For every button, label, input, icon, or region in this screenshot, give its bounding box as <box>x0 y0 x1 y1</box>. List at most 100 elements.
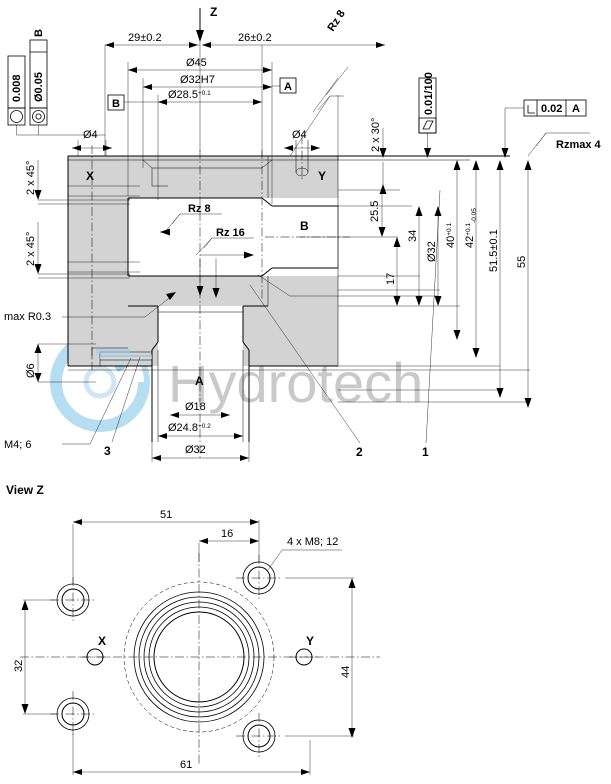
dim-d32h7: Ø32H7 <box>143 74 272 90</box>
item-label-1: 1 <box>422 445 429 459</box>
datum-label-a: A <box>284 81 292 93</box>
bolt-hole-bottom-right <box>236 713 282 759</box>
datum-a-top: A <box>272 77 297 94</box>
section-hatch-regions <box>68 156 338 366</box>
gdt-value-flatness: 0.01/100 <box>423 72 435 115</box>
view-z-dim-61: 61 <box>72 730 311 775</box>
view-z-geometry: X Y <box>20 553 380 765</box>
gdt-datum-concentricity: B <box>33 29 45 37</box>
dim-label-d4-right: Ø4 <box>292 129 307 141</box>
dim-label-34: 34 <box>407 230 419 242</box>
dim-d4-right: Ø4 <box>284 129 320 151</box>
dim-label-55: 55 <box>516 256 528 268</box>
note-label-m4: M4; 6 <box>4 439 32 451</box>
dim-label-d32-bottom: Ø32 <box>185 444 206 456</box>
port-hole-x <box>80 648 110 666</box>
surface-finish-label-rz8-top: Rz 8 <box>325 8 347 34</box>
dim-tol-42-sub: -0.05 <box>471 208 478 223</box>
extension-lines-misc <box>68 185 140 273</box>
datum-b-left: B <box>107 94 158 111</box>
gdt-frame-concentricity: Ø0.05 B <box>29 29 48 135</box>
dim-d32-bottom: Ø32 <box>151 442 250 462</box>
dim-tol-d285: +0.1 <box>198 90 211 97</box>
view-z-dim-label-44: 44 <box>340 666 352 678</box>
gdt-value-perp: 0.02 <box>541 103 562 115</box>
dim-d45: Ø45 <box>128 57 272 73</box>
chamfer-2x45-lower: 2 x 45° <box>25 222 130 279</box>
section-letter-x: X <box>86 169 94 183</box>
dim-255: 25.5 <box>369 190 386 237</box>
dim-label-d285: Ø28.5 <box>168 89 198 101</box>
extension-lines-vertical <box>104 40 339 204</box>
item-label-2: 2 <box>356 445 363 459</box>
gdt-frame-flatness: 0.01/100 <box>418 72 437 158</box>
surface-finish-label-rz8-inner: Rz 8 <box>188 203 211 215</box>
view-z-dim-label-61: 61 <box>180 759 192 771</box>
section-letter-b: B <box>300 219 309 233</box>
gdt-value-circularity: 0.008 <box>11 74 23 102</box>
dim-tol-40: +0.1 <box>446 223 453 236</box>
gdt-frame-perpendicularity: 0.02 A <box>501 99 587 158</box>
dim-d285: Ø28.5+0.1 <box>158 89 262 105</box>
item-callout-3: 3 <box>104 356 141 458</box>
surface-finish-label-rzmax4: Rzmax 4 <box>556 139 602 151</box>
dim-label-d4-left: Ø4 <box>83 129 98 141</box>
section-outline <box>67 140 510 442</box>
view-z-dim-32: 32 <box>13 599 56 715</box>
note-m4: M4; 6 <box>4 357 132 451</box>
item-callout-2: 2 <box>249 284 363 459</box>
dim-42: 42+0.1-0.05 <box>464 160 480 358</box>
dim-515: 51.5±0.1 <box>488 160 504 398</box>
port-hole-y <box>289 648 319 666</box>
svg-text:40+0.1: 40+0.1 <box>445 223 457 248</box>
dim-d6: Ø6 <box>25 343 96 383</box>
dim-label-255: 25.5 <box>369 201 381 222</box>
item-label-3: 3 <box>104 444 111 458</box>
extension-lines-right <box>68 189 530 371</box>
section-cutouts <box>128 198 338 366</box>
surface-finish-rz8-inner: Rz 8 <box>160 203 222 236</box>
dim-55: 55 <box>338 160 532 408</box>
datum-label-b: B <box>112 98 120 110</box>
section-arrow-z: Z <box>196 5 217 42</box>
dim-label-d248: Ø24.8 <box>168 422 198 434</box>
dim-label-d32-right: Ø32 <box>426 241 438 262</box>
section-letter-y: Y <box>318 169 326 183</box>
dim-17: 17 <box>385 237 401 306</box>
svg-text:Ø28.5+0.1: Ø28.5+0.1 <box>168 89 211 101</box>
chamfer-2x30: 2 x 30° <box>370 118 387 194</box>
surface-finish-rzmax4: Rzmax 4 <box>527 132 602 157</box>
item-callout-1: 1 <box>422 189 441 459</box>
chamfer-label-2x30: 2 x 30° <box>370 118 382 152</box>
dim-label-26: 26±0.2 <box>238 32 272 44</box>
dim-label-17: 17 <box>385 273 397 285</box>
dim-40: 40+0.1 <box>445 160 461 340</box>
chamfer-2x45-upper: 2 x 45° <box>25 160 130 205</box>
view-z-title: View Z <box>6 483 44 497</box>
chamfer-label-2x45-lower: 2 x 45° <box>25 232 37 266</box>
dim-label-515: 51.5±0.1 <box>488 229 500 272</box>
dim-tol-42-sup: +0.1 <box>465 223 472 236</box>
svg-text:Ø24.8+0.2: Ø24.8+0.2 <box>168 422 211 434</box>
note-max-r03: max R0.3 <box>4 292 176 323</box>
dim-label-d32h7: Ø32H7 <box>180 74 215 86</box>
dim-tol-d248: +0.2 <box>198 423 211 430</box>
section-marker-z: Z <box>210 5 217 19</box>
view-z-dim-label-51: 51 <box>160 509 172 521</box>
dim-label-29: 29±0.2 <box>128 32 162 44</box>
svg-text:42+0.1-0.05: 42+0.1-0.05 <box>464 208 478 248</box>
view-z-dim-16: 16 <box>198 528 259 562</box>
view-z-note-label-bolt: 4 x M8; 12 <box>287 536 338 548</box>
dim-26: 26±0.2 <box>202 32 385 48</box>
view-z-dim-label-32: 32 <box>13 660 25 672</box>
dim-d18: Ø18 <box>170 401 230 418</box>
note-label-max-r03: max R0.3 <box>4 311 51 323</box>
view-z-dim-51: 51 <box>72 509 260 584</box>
gdt-value-concentricity: Ø0.05 <box>33 72 45 102</box>
surface-finish-rz16: Rz 16 <box>195 227 254 298</box>
surface-finish-label-rz16: Rz 16 <box>216 227 245 239</box>
dim-label-d6: Ø6 <box>25 363 37 378</box>
view-z-note-bolt: 4 x M8; 12 <box>267 536 342 571</box>
